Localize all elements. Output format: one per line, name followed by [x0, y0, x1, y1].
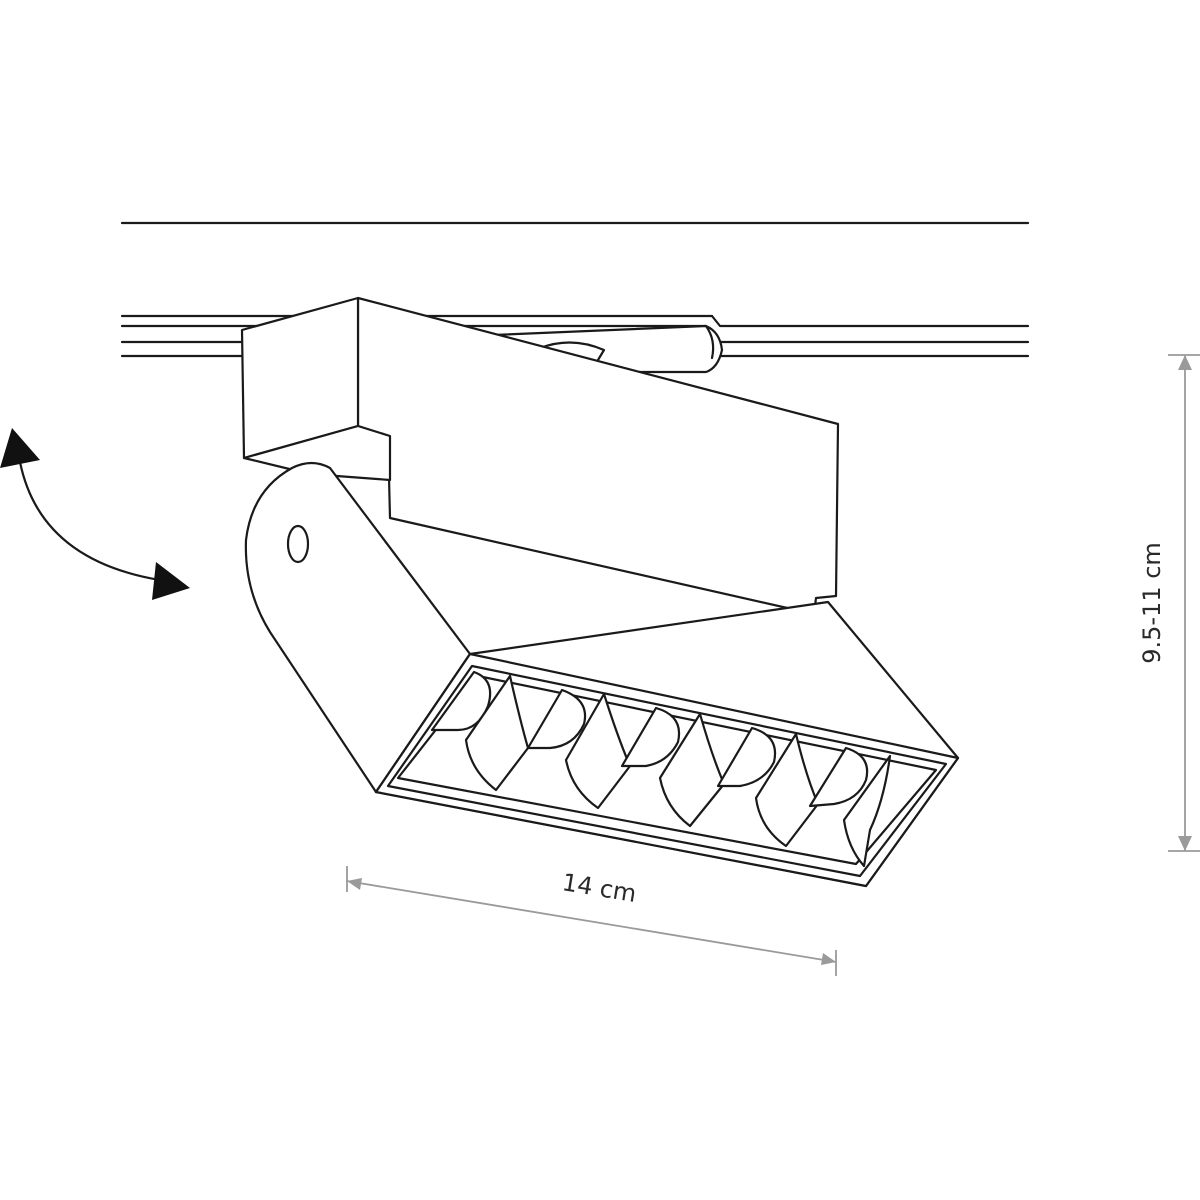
curved-double-arrow-icon — [0, 428, 190, 600]
height-label: 9.5-11 cm — [1138, 542, 1166, 664]
height-dimension: 9.5-11 cm — [1138, 354, 1200, 852]
end-cap-block — [240, 296, 392, 482]
lamp-arm — [244, 461, 472, 794]
arrow-head-up — [0, 428, 40, 468]
width-dimension: 14 cm — [346, 866, 837, 976]
arrow-head-right — [152, 562, 190, 600]
pivot-screw — [286, 524, 310, 564]
width-label: 14 cm — [560, 868, 638, 908]
led-louver-array — [430, 670, 892, 868]
